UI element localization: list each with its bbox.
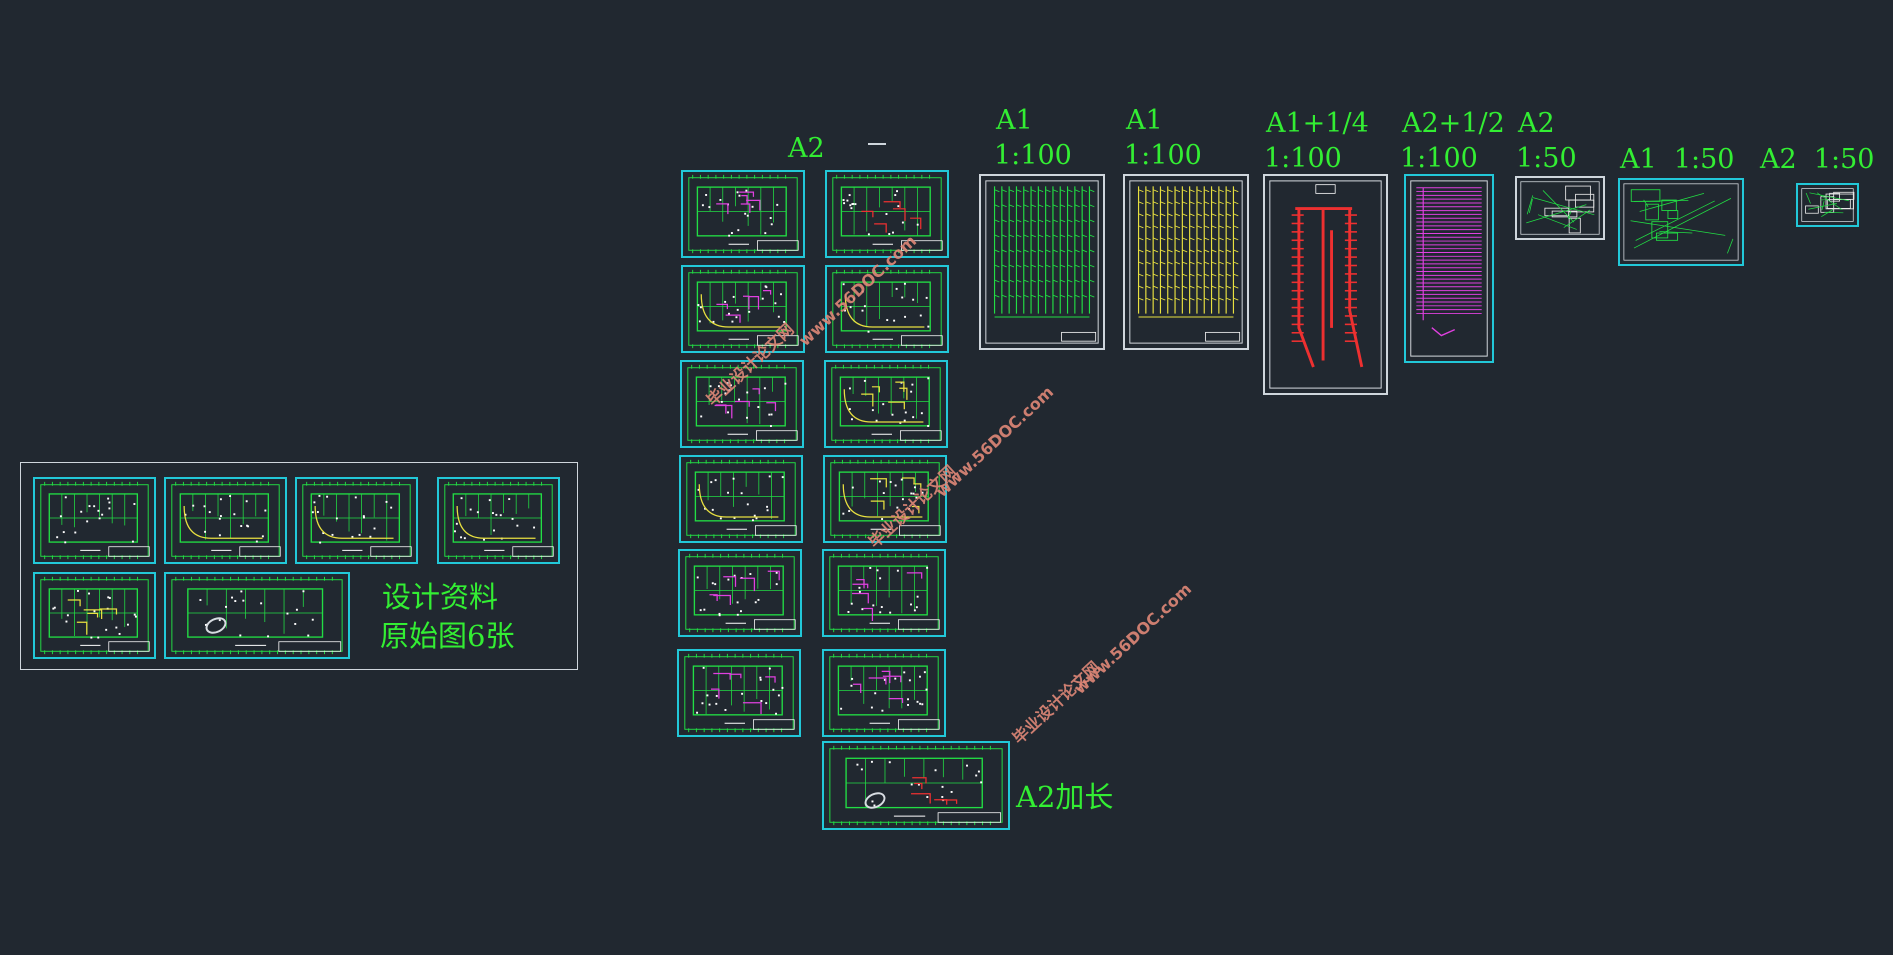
a1-quarter-sheet-red-drawing: [1269, 180, 1382, 389]
a2-sheet-8[interactable]: [823, 455, 947, 543]
a2-sheet-11-drawing: [684, 653, 795, 733]
a2-sheet-1-drawing: [688, 174, 799, 254]
label-col7: A2 1:50: [1760, 144, 1875, 175]
label-col4-scale: 1:100: [1400, 143, 1478, 174]
design-plan-5-drawing: [40, 576, 150, 655]
label-a2-extended: A2加长: [1016, 780, 1114, 814]
design-plan-1-drawing: [40, 481, 150, 560]
watermark-2-url: www.56DOC.com: [932, 382, 1058, 501]
design-plan-6-drawing: [171, 576, 343, 655]
design-plan-3[interactable]: [295, 477, 418, 564]
a2-detail-sheet-drawing: [1520, 181, 1600, 235]
a2-sheet-6-drawing: [831, 364, 942, 444]
a2-small-detail-sheet-drawing: [1801, 188, 1855, 222]
label-original-drawings-count: 原始图6张: [380, 619, 515, 653]
design-plan-5[interactable]: [33, 572, 156, 659]
watermark-3-url: www.56DOC.com: [1070, 579, 1196, 698]
a2-sheet-8-drawing: [830, 459, 941, 539]
design-plan-2[interactable]: [164, 477, 287, 564]
a2-detail-sheet[interactable]: [1515, 176, 1605, 240]
a1-sheet-yellow-risers[interactable]: [1123, 174, 1249, 350]
a1-sheet-green-risers[interactable]: [979, 174, 1105, 350]
label-col2-scale: 1:100: [1124, 140, 1202, 171]
a2-extended-sheet[interactable]: [822, 741, 1010, 830]
design-plan-4[interactable]: [437, 477, 560, 564]
a2-sheet-3[interactable]: [681, 265, 805, 353]
a2-extended-sheet-drawing: [829, 745, 1003, 826]
a2-sheet-9[interactable]: [678, 549, 802, 637]
a2-sheet-5-drawing: [687, 364, 798, 444]
design-plan-1[interactable]: [33, 477, 156, 564]
design-plan-2-drawing: [171, 481, 281, 560]
label-a2-group: A2: [788, 133, 825, 164]
a2-small-detail-sheet[interactable]: [1796, 183, 1859, 227]
a2-sheet-4-drawing: [832, 269, 943, 349]
a2-sheet-7[interactable]: [679, 455, 803, 543]
label-col1-size: A1: [996, 105, 1033, 136]
label-col3-size: A1+1/4: [1266, 108, 1369, 139]
a2-sheet-10-drawing: [829, 553, 940, 633]
a2-half-sheet-magenta-drawing: [1410, 180, 1488, 357]
label-col5-scale: 1:50: [1516, 143, 1577, 174]
a1-quarter-sheet-red[interactable]: [1263, 174, 1388, 395]
a1-detail-sheet[interactable]: [1618, 178, 1744, 266]
a2-sheet-10[interactable]: [822, 549, 946, 637]
a2-half-sheet-magenta[interactable]: [1404, 174, 1494, 363]
a2-sheet-2[interactable]: [825, 170, 949, 258]
label-col6: A1 1:50: [1620, 144, 1735, 175]
design-materials-frame[interactable]: [20, 462, 578, 670]
a1-sheet-green-risers-drawing: [985, 180, 1099, 344]
design-plan-6[interactable]: [164, 572, 350, 659]
label-col4-size: A2+1/2: [1402, 108, 1505, 139]
label-col5-size: A2: [1518, 108, 1555, 139]
a2-sheet-7-drawing: [686, 459, 797, 539]
design-plan-3-drawing: [302, 481, 412, 560]
label-design-materials: 设计资料: [382, 580, 499, 614]
label-col3-scale: 1:100: [1264, 143, 1342, 174]
a2-sheet-12[interactable]: [822, 649, 946, 737]
a2-sheet-4[interactable]: [825, 265, 949, 353]
a2-sheet-5[interactable]: [680, 360, 804, 448]
a2-sheet-12-drawing: [829, 653, 940, 733]
label-col1-scale: 1:100: [994, 140, 1072, 171]
a2-sheet-6[interactable]: [824, 360, 948, 448]
a2-sheet-2-drawing: [832, 174, 943, 254]
design-plan-4-drawing: [444, 481, 554, 560]
a1-sheet-yellow-risers-drawing: [1129, 180, 1243, 344]
a2-sheet-11[interactable]: [677, 649, 801, 737]
label-col2-size: A1: [1126, 105, 1163, 136]
a2-sheet-3-drawing: [688, 269, 799, 349]
a1-detail-sheet-drawing: [1623, 183, 1739, 261]
cursor-dash: [868, 143, 886, 145]
a2-sheet-1[interactable]: [681, 170, 805, 258]
a2-sheet-9-drawing: [685, 553, 796, 633]
